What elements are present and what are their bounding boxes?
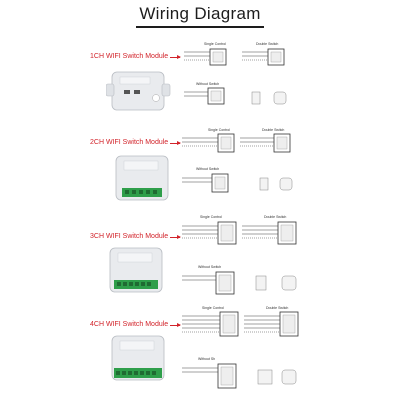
switch-module-3ch bbox=[109, 247, 163, 293]
without-switch-label: Without Switch bbox=[198, 265, 221, 269]
single-control-label: Single Control bbox=[202, 306, 224, 310]
switch-module-2ch bbox=[115, 155, 169, 201]
double-switch-label: Double Switch bbox=[266, 306, 288, 310]
switch-module-4ch bbox=[111, 335, 165, 381]
single-control-label: Single Control bbox=[204, 42, 226, 46]
without-switch-label: Without Switch bbox=[196, 167, 219, 171]
section-3ch: 3CH WIFI Switch Module Single Control Do… bbox=[0, 212, 400, 302]
label-arrow bbox=[170, 141, 181, 145]
wiring-diagram-4ch: Single Control Double Switch Without Sh bbox=[182, 306, 299, 389]
label-arrow bbox=[170, 55, 181, 59]
title-underline bbox=[136, 26, 264, 28]
module-label-4ch: 4CH WIFI Switch Module bbox=[90, 321, 169, 328]
module-label-1ch: 1CH WIFI Switch Module bbox=[90, 53, 169, 60]
double-switch-label: Double Switch bbox=[262, 128, 284, 132]
double-switch-label: Double Switch bbox=[264, 215, 286, 219]
single-control-label: Single Control bbox=[208, 128, 230, 132]
label-arrow bbox=[170, 323, 181, 327]
wiring-diagram-2ch: Single Control Double Switch Without Swi… bbox=[182, 128, 293, 193]
without-switch-label: Without Sh bbox=[198, 357, 215, 361]
section-1ch: 1CH WIFI Switch Module Single Control Do… bbox=[0, 40, 400, 125]
page-title: Wiring Diagram bbox=[139, 4, 261, 23]
single-control-label: Single Control bbox=[200, 215, 222, 219]
label-arrow bbox=[170, 235, 181, 239]
module-label-2ch: 2CH WIFI Switch Module bbox=[90, 139, 169, 146]
wiring-diagram-1ch: Single Control Double Switch Without Swi… bbox=[184, 42, 287, 105]
section-2ch: 2CH WIFI Switch Module Single Control Do… bbox=[0, 126, 400, 211]
section-4ch: 4CH WIFI Switch Module Single Control Do… bbox=[0, 304, 400, 398]
module-label-3ch: 3CH WIFI Switch Module bbox=[90, 233, 169, 240]
wiring-diagram-3ch: Single Control Double Switch Without Swi… bbox=[182, 215, 297, 295]
switch-module-1ch bbox=[106, 71, 171, 111]
double-switch-label: Double Switch bbox=[256, 42, 278, 46]
without-switch-label: Without Switch bbox=[196, 82, 219, 86]
